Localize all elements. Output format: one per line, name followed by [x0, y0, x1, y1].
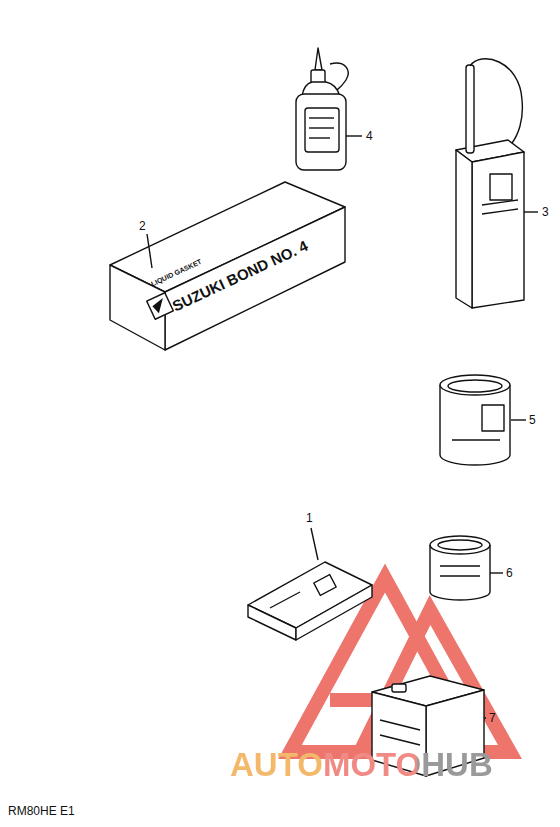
leader-line: [511, 419, 526, 420]
drawing-code: RM80HE E1: [8, 805, 75, 817]
callout-number: 5: [529, 414, 536, 426]
leader-line: [147, 234, 152, 268]
callout-number: 2: [139, 220, 146, 232]
callout-number: 3: [542, 206, 549, 218]
callout-number: 4: [366, 130, 373, 142]
leader-line: [311, 528, 318, 560]
leader-line: [490, 572, 503, 573]
leader-line: [484, 717, 486, 718]
sealant-bar: [248, 528, 372, 640]
paste-can: [430, 536, 503, 600]
callout-number: 1: [306, 512, 313, 524]
grease-can: [440, 375, 526, 465]
oil-bottle: [296, 48, 362, 170]
leader-line: [524, 211, 538, 212]
watermark: AUTOMOTOHUB: [230, 748, 493, 781]
callout-number: 7: [489, 712, 496, 724]
liquid-gasket-box: [110, 182, 345, 350]
oil-can: [456, 59, 538, 308]
callout-number: 6: [506, 567, 513, 579]
leader-line: [346, 135, 362, 136]
